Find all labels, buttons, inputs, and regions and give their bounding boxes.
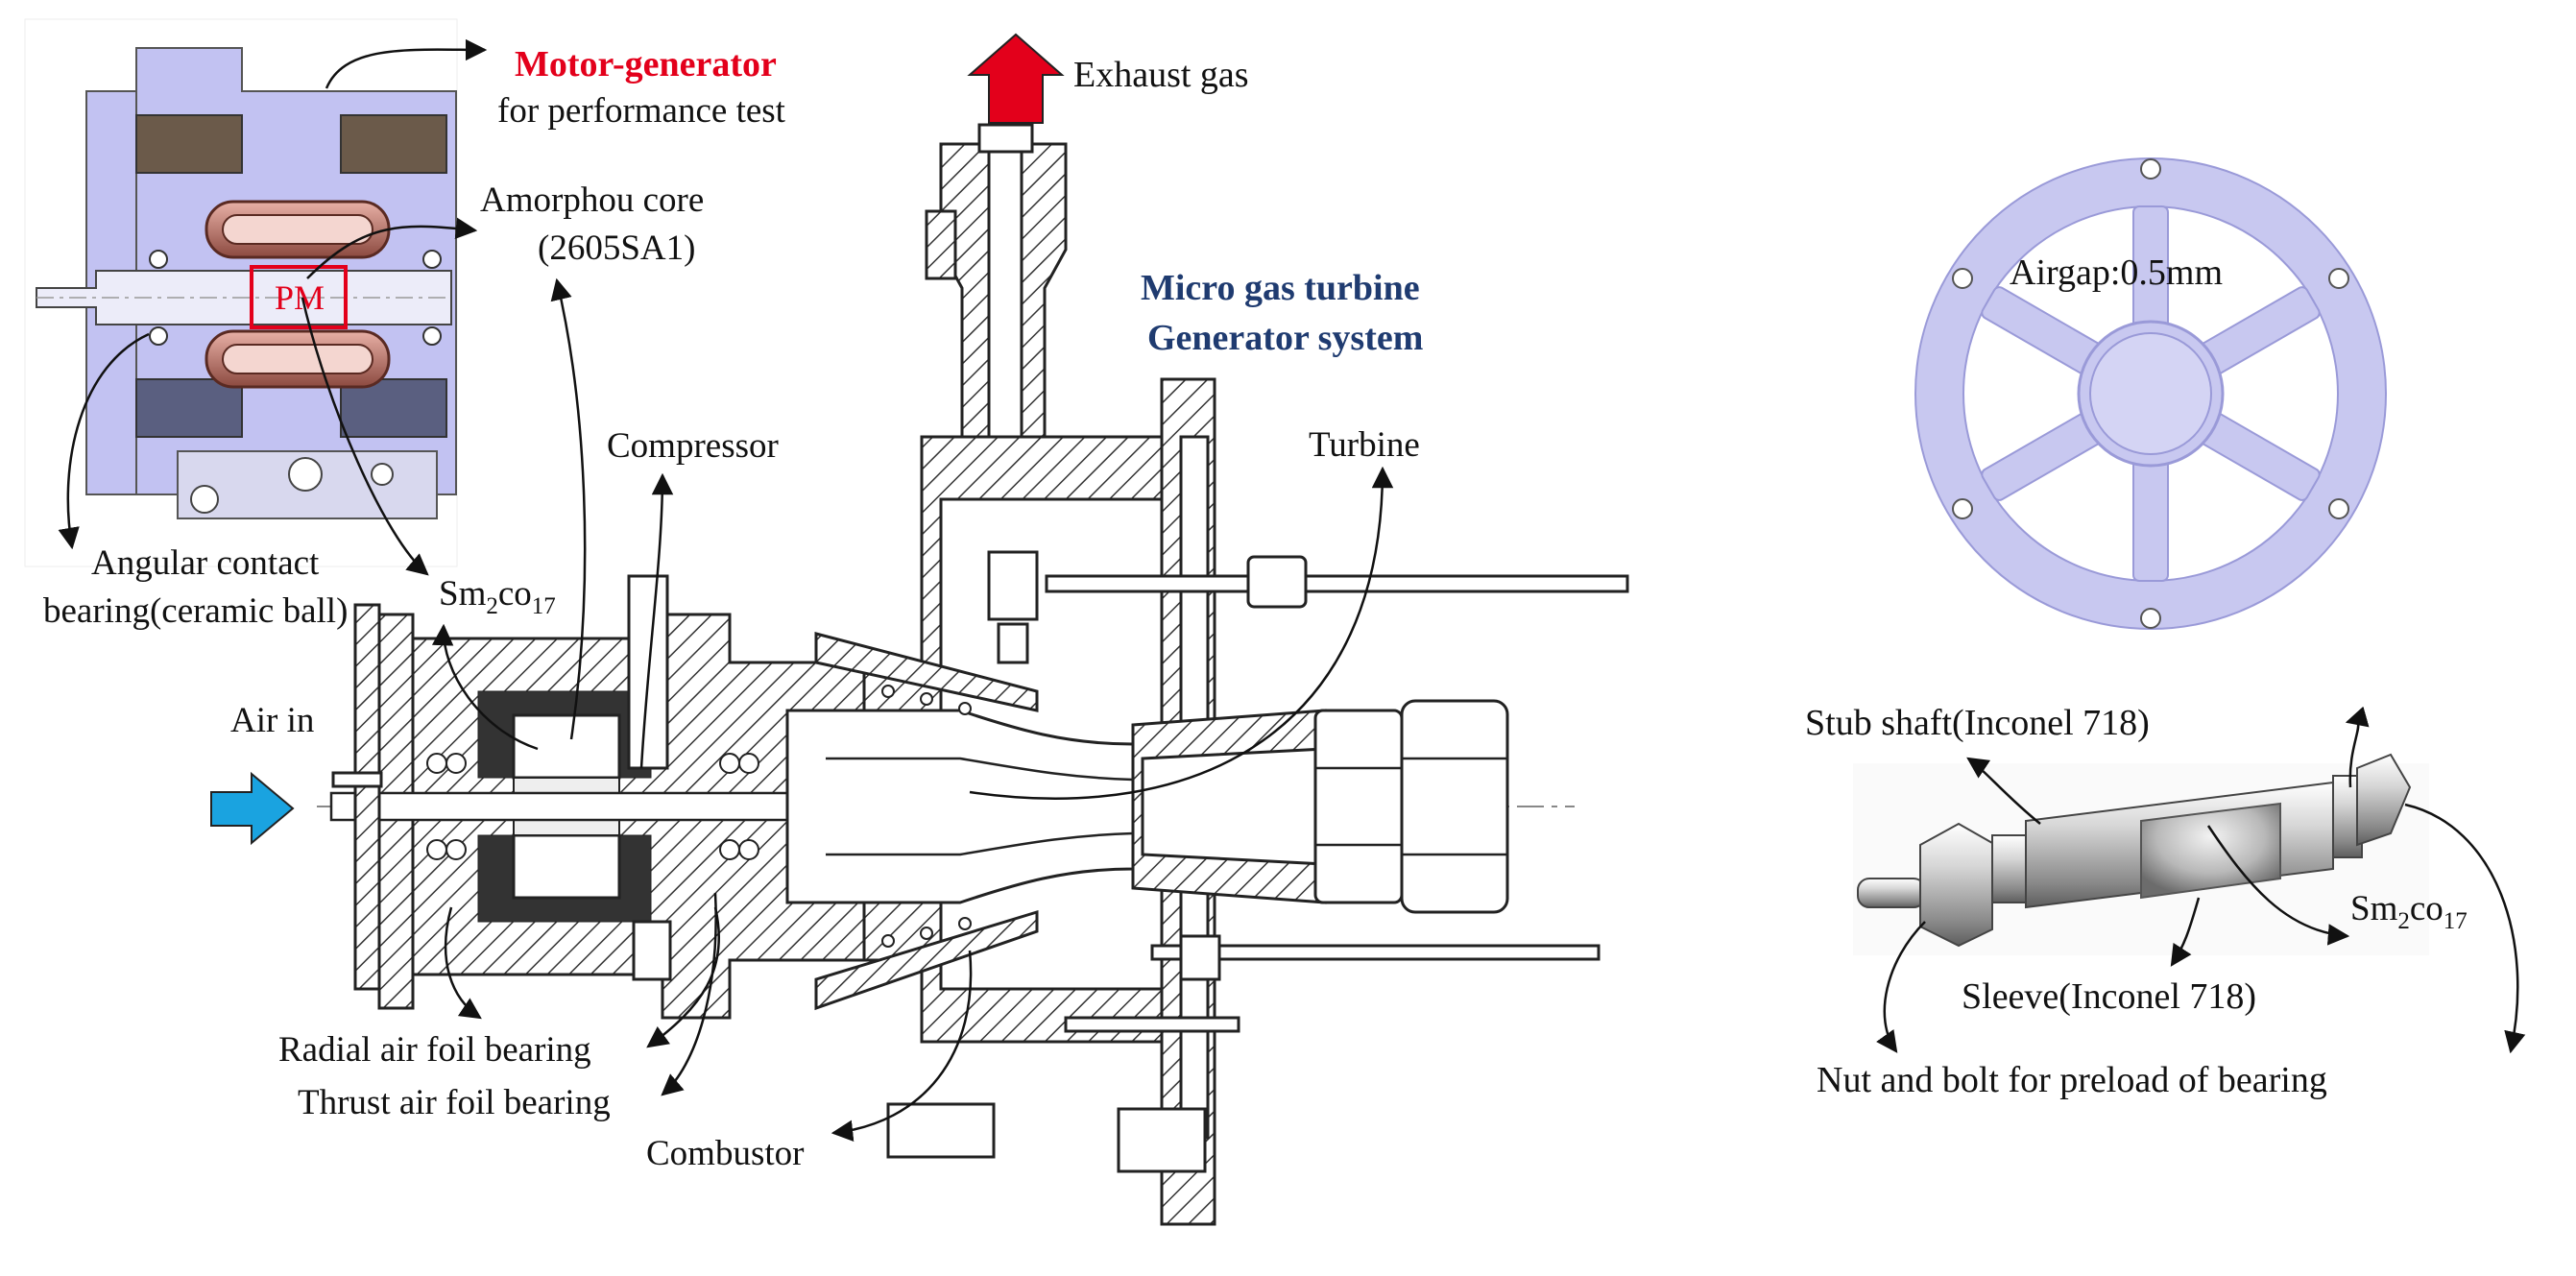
stub-shaft-leader-2 (1966, 757, 2041, 825)
stator-view (1914, 157, 2387, 630)
sm2co17-rotor-label: Sm2co17 (2350, 889, 2468, 934)
sleeve-label: Sleeve(Inconel 718) (1962, 976, 2256, 1017)
combustor-leader (831, 950, 973, 1142)
compressor-label: Compressor (607, 426, 779, 466)
thrust-air-foil-bearing-label: Thrust air foil bearing (298, 1083, 611, 1122)
pm-to-sm2co17-leader (301, 297, 429, 576)
sm2co17-main-label: Sm2co17 (439, 574, 556, 619)
compressor-leader (639, 472, 674, 769)
pm-label: PM (275, 278, 325, 317)
sleeve-leader (2170, 897, 2201, 967)
stub-shaft-label: Stub shaft(Inconel 718) (1805, 703, 2150, 743)
sm2co17-main-leader (431, 623, 539, 751)
stub-shaft-leader (2345, 706, 2370, 788)
rotor-view (1853, 753, 2429, 955)
turbine-label: Turbine (1309, 425, 1420, 465)
motor-generator-leader (325, 38, 488, 89)
nut-bolt-leader-left (1876, 921, 1926, 1053)
angular-contact-label: Angular contact (91, 543, 320, 583)
angular-contact-leader (58, 332, 150, 550)
combustor-label: Combustor (646, 1134, 804, 1173)
turbine-cross-section (317, 123, 1629, 1226)
radial-bearing-leader (444, 906, 482, 1020)
sm2co17-rotor-leader (2206, 825, 2350, 946)
nut-bolt-leader-right (2404, 803, 2526, 1054)
amorphou-core-leader (306, 217, 478, 279)
bearing-ceramic-ball-label: bearing(ceramic ball) (43, 591, 348, 631)
for-performance-test-label: for performance test (497, 91, 786, 131)
motor-generator-label: Motor-generator (515, 44, 777, 84)
pm-highlight-box (250, 265, 348, 329)
up-arrow-icon (967, 33, 1065, 124)
air-in-label: Air in (230, 701, 314, 740)
airgap-label: Airgap:0.5mm (2010, 253, 2223, 293)
generator-system-label: Generator system (1147, 318, 1423, 358)
radial-air-foil-bearing-label: Radial air foil bearing (278, 1030, 591, 1070)
turbine-leader (969, 466, 1394, 800)
exhaust-gas-label: Exhaust gas (1073, 55, 1249, 95)
amorphou-core-leader-2 (550, 277, 587, 740)
micro-gas-turbine-label: Micro gas turbine (1141, 268, 1420, 308)
core-grade-label: (2605SA1) (538, 229, 695, 268)
nut-and-bolt-label: Nut and bolt for preload of bearing (1817, 1060, 2327, 1100)
radial-bearing-leader-2 (646, 906, 720, 1048)
amorphou-core-label: Amorphou core (480, 181, 704, 220)
thrust-bearing-leader (661, 892, 717, 1096)
right-arrow-icon (210, 771, 295, 846)
motor-generator-inset (24, 18, 458, 567)
